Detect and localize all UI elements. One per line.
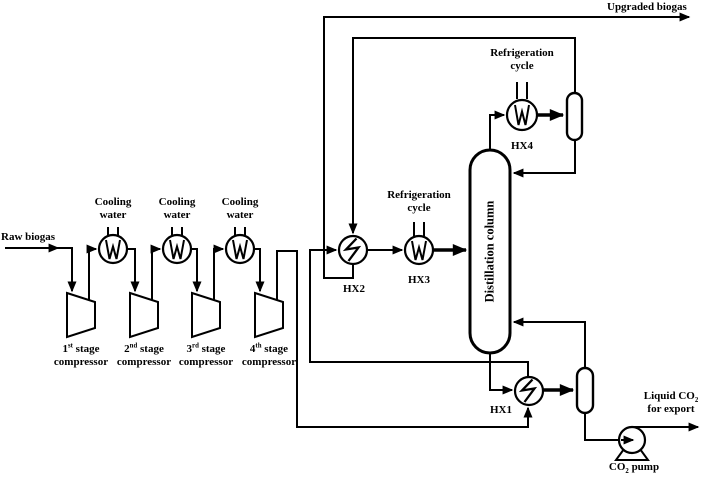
line-column-bottoms-to-hx1: [489, 353, 514, 395]
stage-number: 3: [186, 343, 193, 355]
line-compressor4-to-hx1: [276, 250, 533, 428]
hx3-symbol: [403, 222, 435, 266]
line-separator-bottom-vapor-to-column: [512, 317, 586, 368]
stage-number: 2: [124, 343, 130, 355]
co2-subscript: 2: [694, 397, 699, 405]
line-raw-biogas-inlet: [5, 247, 77, 293]
line-cooler3-to-compressor4: [254, 248, 265, 293]
separator-top-vessel: [565, 91, 584, 142]
compressor-word: compressor: [178, 356, 234, 368]
stage-ordinal: th: [255, 342, 262, 350]
pump-word: pump: [628, 461, 660, 473]
cooling-water-line1: Cooling: [158, 196, 196, 208]
hx1-label: HX1: [490, 404, 512, 416]
cooling-water-line2: water: [163, 209, 191, 221]
refrigeration-cycle-label-hx3: Refrigeration cycle: [384, 189, 454, 215]
line-separator-top-to-hx2: [348, 37, 576, 235]
liquid-co2-line1: Liquid CO2: [635, 390, 707, 405]
distillation-column-label: Distillation column: [482, 200, 497, 303]
line-column-top-to-hx4: [489, 110, 506, 150]
refrigeration-line1: Refrigeration: [490, 47, 554, 59]
co2-text: CO: [608, 461, 626, 473]
compressor-3-symbol: [191, 291, 221, 339]
compressor-2-symbol: [129, 291, 159, 339]
cooling-hx-3-symbol: [224, 227, 256, 265]
compressor-2-stage: 2nd stage: [112, 342, 176, 356]
cooling-hx-2-symbol: [161, 227, 193, 265]
liquid-co2-export-label: Liquid CO2 for export: [635, 390, 707, 416]
cooling-water-label-2: Cooling water: [147, 196, 207, 222]
cooling-water-line2: water: [226, 209, 254, 221]
line-compressor1-to-cooler1: [86, 244, 98, 301]
refrigeration-line2: cycle: [407, 202, 431, 214]
compressor-4-stage: 4th stage: [237, 342, 301, 356]
stage-word: stage: [137, 343, 164, 355]
co2-subscript: 2: [625, 468, 629, 476]
line-compressor3-to-cooler3: [213, 244, 225, 301]
cooling-water-line2: water: [99, 209, 127, 221]
refrigeration-cycle-label-hx4: Refrigeration cycle: [487, 47, 557, 73]
distillation-column-symbol: [468, 148, 512, 355]
stage-word: stage: [261, 343, 289, 355]
line-separator-bottom-to-pump: [584, 413, 618, 441]
line-compressor2-to-cooler2: [150, 244, 162, 301]
separator-bottom-vessel: [575, 366, 595, 415]
cooling-water-label-3: Cooling water: [210, 196, 270, 222]
compressor-3-stage: 3rd stage: [174, 342, 238, 356]
stage-ordinal: nd: [129, 342, 138, 350]
hx2-label: HX2: [343, 283, 365, 295]
cooling-hx-1-symbol: [97, 227, 129, 265]
raw-biogas-label: Raw biogas: [1, 231, 56, 243]
hx4-label: HX4: [511, 140, 533, 152]
hx1-symbol: [513, 375, 545, 407]
compressor-word: compressor: [53, 356, 109, 368]
liquid-co2-line2: for export: [647, 403, 695, 415]
line-separator-top-reflux-to-column: [512, 140, 576, 178]
hx3-label: HX3: [408, 274, 430, 286]
stage-ordinal: st: [68, 342, 73, 350]
cooling-water-line1: Cooling: [221, 196, 259, 208]
compressor-4-label: 4th stage compressor: [237, 342, 301, 369]
hx2-symbol: [337, 234, 369, 266]
line-hx1-to-hx2: [309, 245, 529, 377]
co2-pump-symbol: [614, 425, 650, 461]
line-hx2-to-upgraded-biogas: [323, 12, 691, 279]
line-cooler2-to-compressor3: [191, 248, 202, 293]
compressor-1-stage: 1st stage: [49, 342, 113, 356]
stage-number: 1: [62, 343, 69, 355]
upgraded-biogas-label: Upgraded biogas: [607, 1, 687, 13]
compressor-1-label: 1st stage compressor: [49, 342, 113, 369]
compressor-4-symbol: [254, 291, 284, 339]
stage-ordinal: rd: [192, 342, 199, 350]
compressor-2-label: 2nd stage compressor: [112, 342, 176, 369]
compressor-1-symbol: [66, 291, 96, 339]
compressor-word: compressor: [241, 356, 297, 368]
liquid-co2-text: Liquid CO: [643, 390, 695, 402]
stage-number: 4: [249, 343, 256, 355]
cooling-water-label-1: Cooling water: [83, 196, 143, 222]
hx4-symbol: [505, 82, 539, 132]
cooling-water-line1: Cooling: [94, 196, 132, 208]
co2-pump-label: CO2 pump: [598, 461, 670, 476]
compressor-3-label: 3rd stage compressor: [174, 342, 238, 369]
refrigeration-line2: cycle: [510, 60, 534, 72]
compressor-word: compressor: [116, 356, 172, 368]
stage-word: stage: [72, 343, 100, 355]
line-cooler1-to-compressor2: [127, 248, 140, 293]
refrigeration-line1: Refrigeration: [387, 189, 451, 201]
stage-word: stage: [198, 343, 226, 355]
